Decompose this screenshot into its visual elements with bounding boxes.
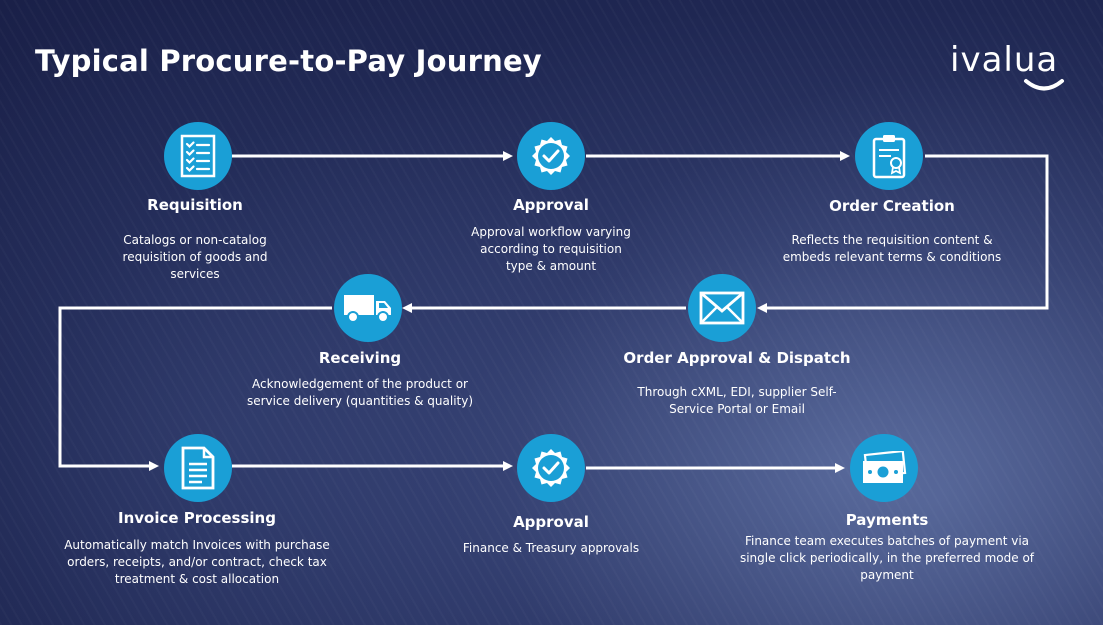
checklist-icon bbox=[180, 134, 216, 178]
ivalua-logo: ivalua bbox=[950, 40, 1075, 95]
payments-label: Payments bbox=[845, 511, 929, 529]
certificate-clipboard-icon bbox=[872, 135, 906, 179]
order-creation-description: Reflects the requisition content & embed… bbox=[782, 233, 1002, 264]
invoice-processing-step-icon bbox=[164, 434, 232, 502]
requisition-label: Requisition bbox=[147, 196, 243, 214]
document-icon bbox=[181, 446, 215, 490]
page-title: Typical Procure-to-Pay Journey bbox=[35, 44, 542, 78]
truck-icon bbox=[344, 295, 391, 323]
requisition-step-icon bbox=[164, 122, 232, 190]
envelope-icon bbox=[699, 291, 745, 325]
logo-smile-icon bbox=[1024, 79, 1064, 91]
approval-step-icon bbox=[517, 122, 585, 190]
checkmark-badge-icon bbox=[532, 449, 570, 487]
order-creation-step-icon bbox=[855, 122, 923, 190]
payments-description: Finance team executes batches of payment… bbox=[739, 534, 1035, 582]
arrow-order-creation-to-order-approval bbox=[757, 154, 1049, 313]
approval-label: Approval bbox=[513, 196, 589, 214]
approval-2-label: Approval bbox=[513, 513, 589, 531]
approval-2-step-icon bbox=[517, 434, 585, 502]
payments-step-icon bbox=[850, 434, 918, 502]
order-approval-dispatch-description: Through cXML, EDI, supplier Self- Servic… bbox=[637, 385, 837, 416]
receiving-label: Receiving bbox=[318, 349, 402, 367]
arrow-receiving-to-invoice bbox=[58, 306, 332, 471]
order-creation-label: Order Creation bbox=[829, 197, 955, 215]
approval-2-description: Finance & Treasury approvals bbox=[462, 541, 640, 555]
receiving-step-icon bbox=[334, 274, 402, 342]
banknote-icon bbox=[863, 451, 907, 483]
invoice-processing-label: Invoice Processing bbox=[118, 509, 276, 527]
approval-description: Approval workflow varying according to r… bbox=[471, 225, 631, 273]
requisition-description: Catalogs or non-catalog requisition of g… bbox=[122, 233, 268, 281]
logo-text: ivalua bbox=[950, 40, 1059, 80]
receiving-description: Acknowledgement of the product or servic… bbox=[246, 377, 474, 408]
order-approval-dispatch-label: Order Approval & Dispatch bbox=[623, 349, 851, 367]
invoice-processing-description: Automatically match Invoices with purcha… bbox=[64, 538, 330, 586]
checkmark-badge-icon bbox=[532, 137, 570, 175]
order-approval-step-icon bbox=[688, 274, 756, 342]
